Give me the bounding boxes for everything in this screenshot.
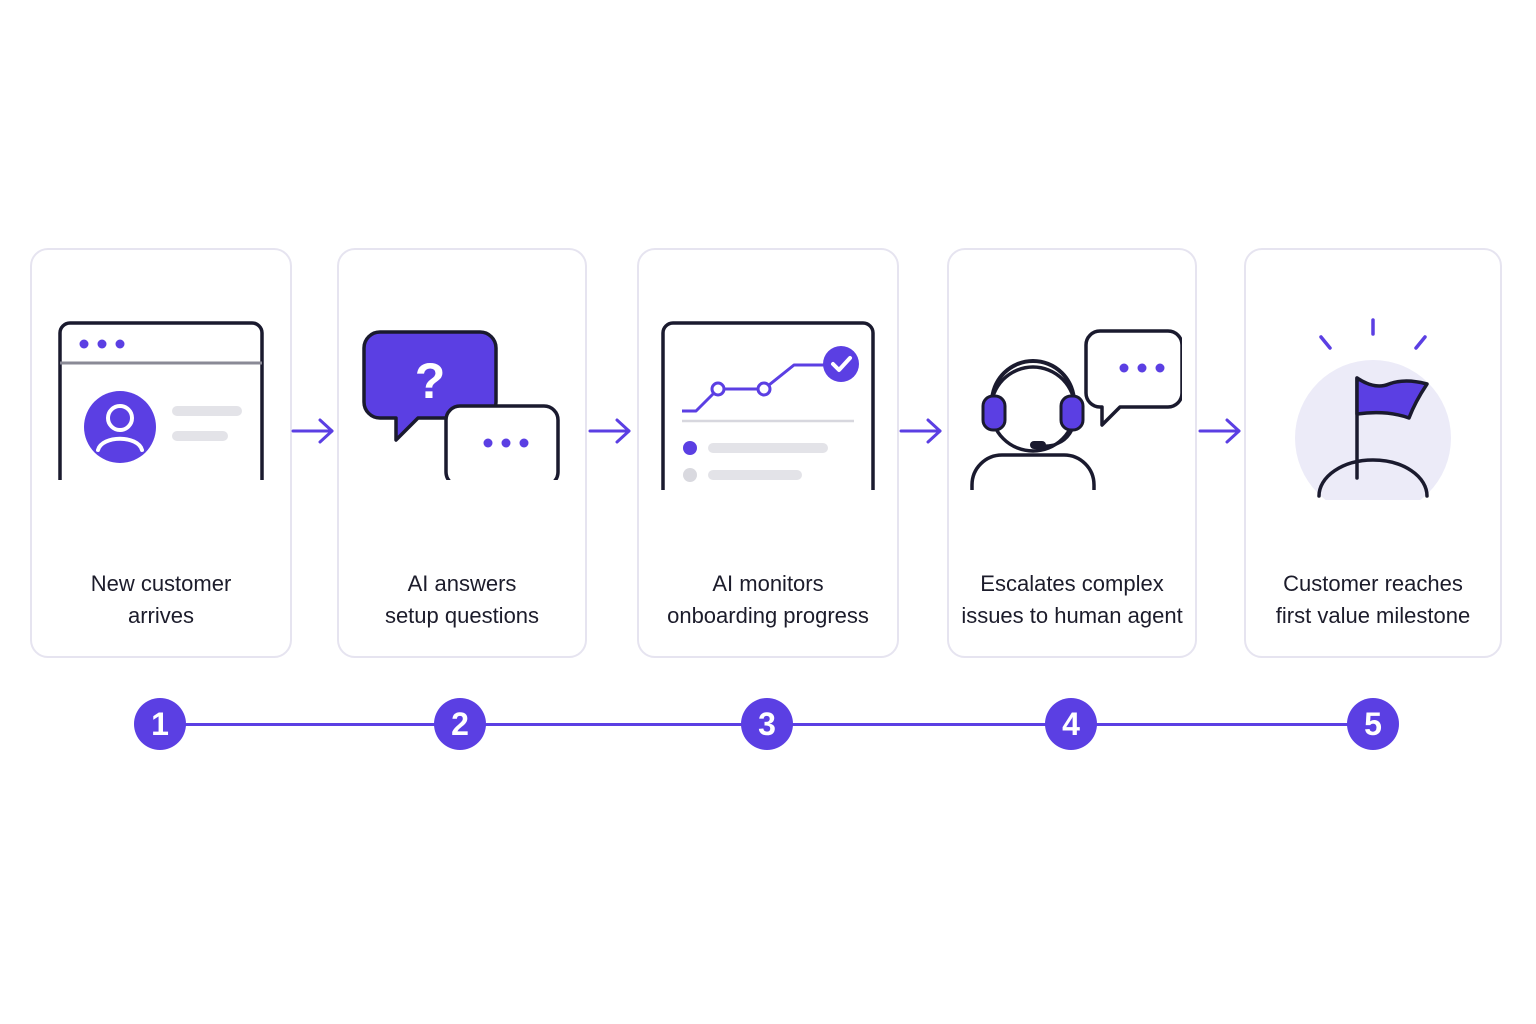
svg-text:?: ? [415,353,446,409]
step-number-badge-3: 3 [741,698,793,750]
step-card-2: ? AI answers setup questions [337,248,587,658]
progress-dashboard-icon [639,290,897,540]
arrow-right-icon [291,418,334,444]
milestone-flag-icon [1246,290,1500,540]
step-number-badge-1: 1 [134,698,186,750]
step-label-5: Customer reaches first value milestone [1275,571,1471,628]
step-label-2: AI answers setup questions [384,571,540,628]
step-label-3: AI monitors onboarding progress [667,571,869,628]
support-agent-icon [949,290,1195,540]
step-card-4: Escalates complex issues to human agent [947,248,1197,658]
step-card-5: Customer reaches first value milestone [1244,248,1502,658]
browser-user-icon [32,290,290,540]
step-label-1: New customer arrives [90,571,232,628]
chat-question-icon: ? [339,290,585,540]
step-card-1: New customer arrives [30,248,292,658]
arrow-right-icon [1198,418,1241,444]
arrow-right-icon [588,418,631,444]
step-card-3: AI monitors onboarding progress [637,248,899,658]
step-label-4: Escalates complex issues to human agent [961,571,1183,628]
step-number-badge-2: 2 [434,698,486,750]
step-number-badge-4: 4 [1045,698,1097,750]
arrow-right-icon [899,418,942,444]
step-number-badge-5: 5 [1347,698,1399,750]
